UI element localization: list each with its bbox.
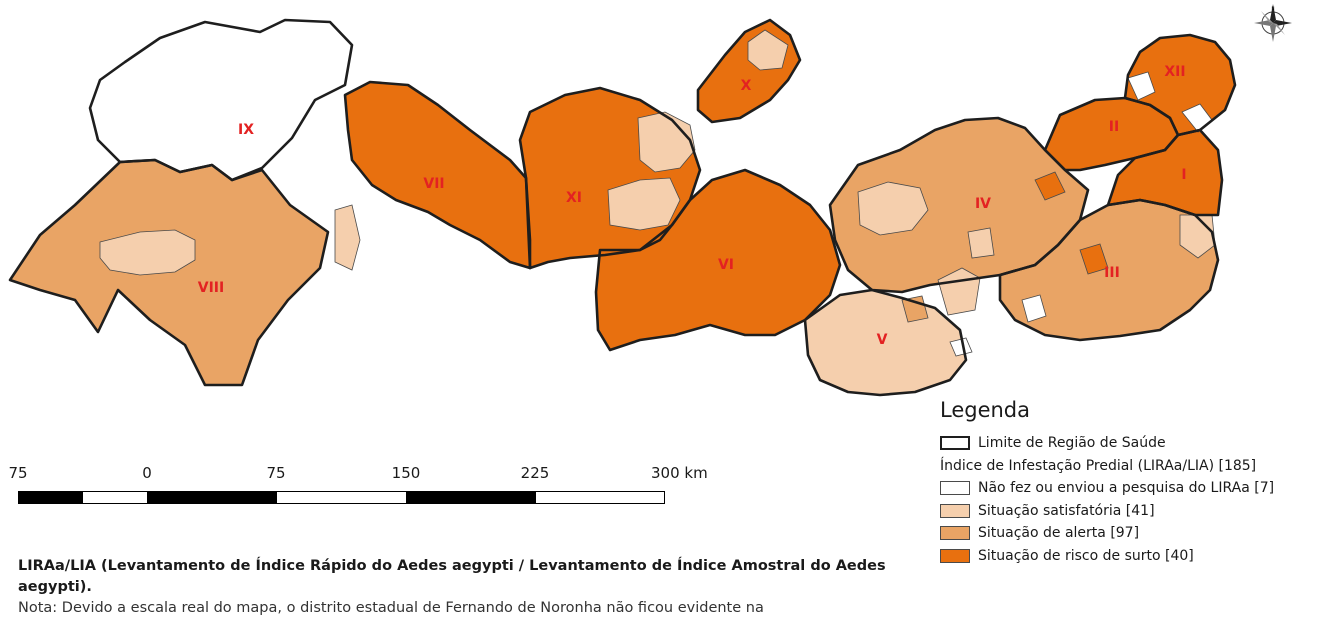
compass-rose-icon: N bbox=[1254, 4, 1292, 42]
region-x-border bbox=[696, 18, 802, 124]
municipality-patch bbox=[857, 181, 929, 236]
scale-label-3: 150 bbox=[391, 464, 421, 482]
scale-label-4: 225 bbox=[520, 464, 550, 482]
municipality-patch bbox=[334, 204, 361, 271]
region-border-layer bbox=[8, 18, 1237, 397]
municipality-patch bbox=[1021, 294, 1047, 323]
region-label-ii: II bbox=[1108, 119, 1120, 135]
region-i-border bbox=[1106, 128, 1224, 217]
legend-boundary-row: Limite de Região de Saúde bbox=[940, 432, 1336, 455]
municipality-patch bbox=[99, 229, 196, 276]
municipality-patch bbox=[1034, 171, 1066, 201]
legend-item-label: Situação de alerta [97] bbox=[978, 525, 1140, 542]
scale-label-5: 300 km bbox=[651, 464, 708, 482]
legend-item-label: Situação satisfatória [41] bbox=[978, 502, 1155, 519]
municipality-patch bbox=[747, 29, 789, 71]
scale-label-1: 0 bbox=[142, 464, 152, 482]
scale-bar bbox=[18, 491, 665, 504]
legend-index-heading: Índice de Infestação Predial (LIRAa/LIA)… bbox=[940, 457, 1257, 474]
region-label-vii: VII bbox=[423, 176, 445, 192]
region-boundary-swatch bbox=[940, 436, 970, 451]
map-notes: LIRAa/LIA (Levantamento de Índice Rápido… bbox=[18, 556, 923, 619]
region-label-ix: IX bbox=[237, 122, 255, 138]
region-label-xi: XI bbox=[565, 190, 583, 206]
notes-note: Nota: Devido a escala real do mapa, o di… bbox=[18, 600, 764, 616]
municipality-patch bbox=[607, 177, 681, 231]
map-legend: Legenda Limite de Região de Saúde Índice… bbox=[940, 398, 1336, 567]
swatch-none bbox=[940, 481, 970, 496]
legend-index-heading-row: Índice de Infestação Predial (LIRAa/LIA)… bbox=[940, 455, 1336, 478]
region-label-i: I bbox=[1181, 167, 1187, 183]
region-label-iv: IV bbox=[974, 196, 992, 212]
swatch-alert bbox=[940, 526, 970, 541]
region-label-viii: VIII bbox=[197, 280, 225, 296]
municipality-patch bbox=[637, 111, 696, 173]
region-vi-border bbox=[594, 168, 842, 352]
svg-text:N: N bbox=[1272, 6, 1275, 11]
municipality-patch bbox=[901, 295, 929, 323]
legend-item-risk: Situação de risco de surto [40] bbox=[940, 545, 1336, 568]
region-label-x: X bbox=[740, 78, 752, 94]
region-viii-border bbox=[8, 158, 330, 387]
health-region-map bbox=[8, 18, 1237, 397]
region-label-vi: VI bbox=[717, 257, 735, 273]
scale-label-2: 75 bbox=[266, 464, 286, 482]
legend-item-alert: Situação de alerta [97] bbox=[940, 522, 1336, 545]
legend-item-satisfactory: Situação satisfatória [41] bbox=[940, 500, 1336, 523]
legend-item-none: Não fez ou enviou a pesquisa do LIRAa [7… bbox=[940, 477, 1336, 500]
municipality-patch bbox=[1127, 71, 1156, 101]
legend-boundary-label: Limite de Região de Saúde bbox=[978, 435, 1166, 452]
region-vii-border bbox=[343, 80, 532, 270]
region-label-v: V bbox=[876, 332, 888, 348]
scale-label-0: 75 bbox=[8, 464, 28, 482]
region-label-xii: XII bbox=[1164, 64, 1186, 80]
region-iii-border bbox=[998, 198, 1220, 342]
region-xii-border bbox=[1123, 33, 1237, 137]
notes-title: LIRAa/LIA (Levantamento de Índice Rápido… bbox=[18, 558, 886, 595]
municipality-patch bbox=[967, 227, 995, 259]
municipality-layer bbox=[9, 19, 1236, 396]
legend-title: Legenda bbox=[940, 398, 1031, 422]
region-vii-area bbox=[344, 81, 531, 269]
region-ix-area bbox=[89, 19, 353, 181]
swatch-satisfactory bbox=[940, 503, 970, 518]
legend-item-label: Não fez ou enviou a pesquisa do LIRAa [7… bbox=[978, 480, 1275, 497]
region-xi-border bbox=[518, 86, 702, 270]
legend-item-label: Situação de risco de surto [40] bbox=[978, 547, 1194, 564]
swatch-risk bbox=[940, 548, 970, 563]
municipality-patch bbox=[1079, 243, 1109, 275]
region-label-iii: III bbox=[1104, 265, 1120, 281]
region-ix-border bbox=[88, 18, 354, 182]
